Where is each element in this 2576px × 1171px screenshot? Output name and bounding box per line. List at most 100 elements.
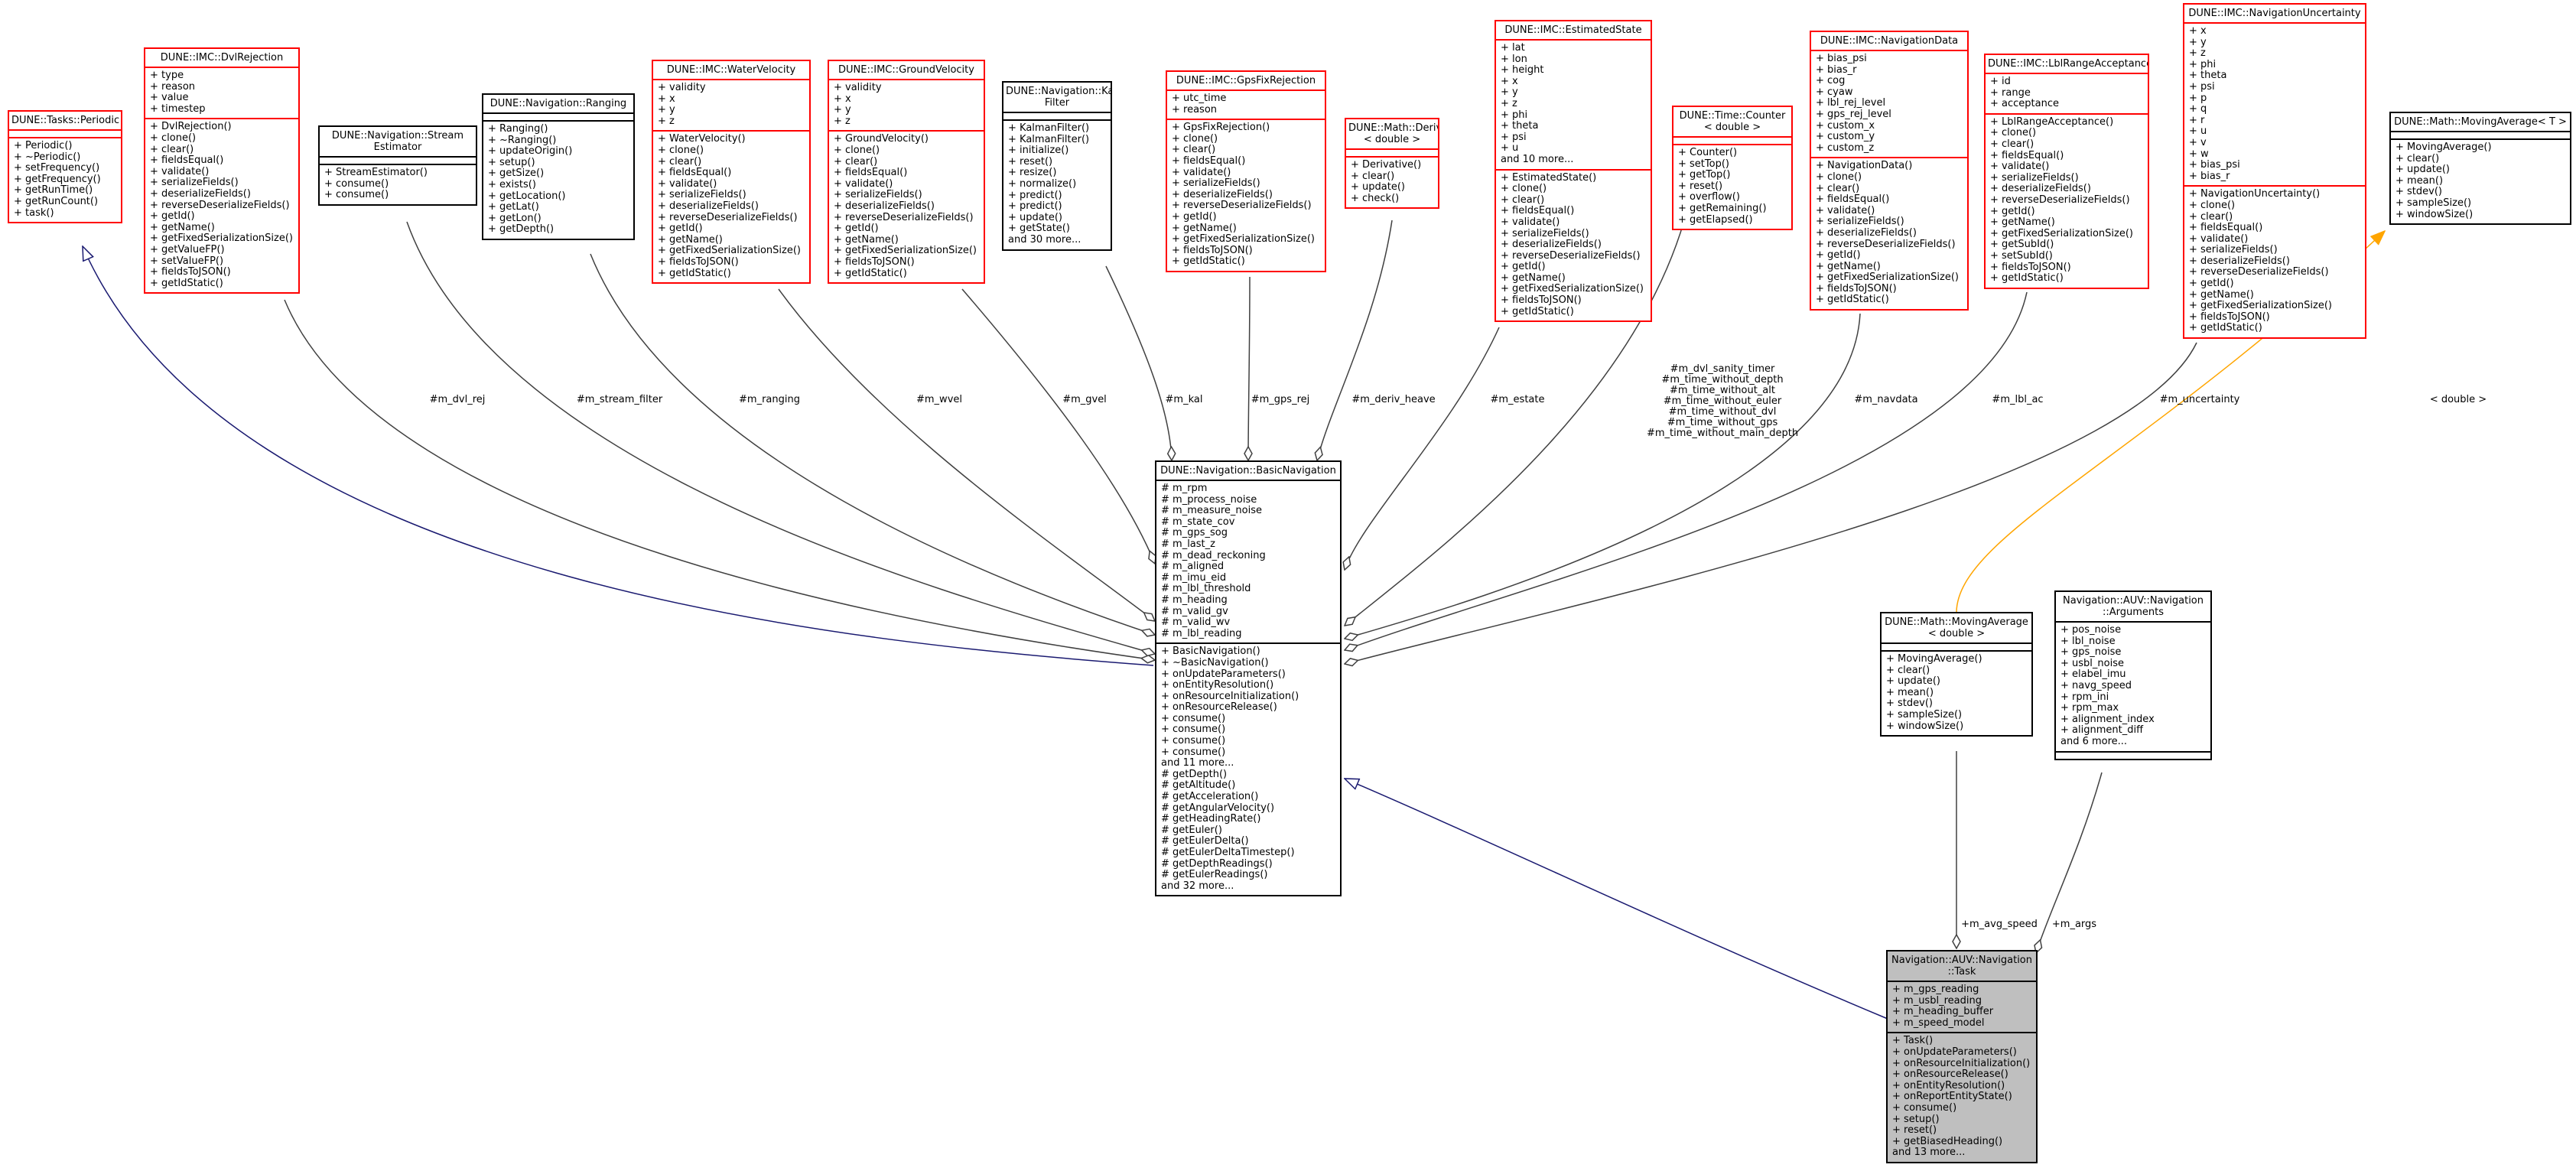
- class-box-movingavgd[interactable]: DUNE::Math::MovingAverage < double >+ Mo…: [1880, 612, 2033, 737]
- class-box-groundvelocity[interactable]: DUNE::IMC::GroundVelocity+ validity+ x+ …: [828, 60, 985, 285]
- class-name: DUNE::IMC::NavigationUncertainty: [2188, 8, 2361, 19]
- attribute-item: # m_dead_reckoning: [1161, 549, 1266, 561]
- attribute-item: # m_heading: [1161, 594, 1228, 606]
- method-item: + reverseDeserializeFields(): [1990, 194, 2130, 206]
- method-item: + initialize(): [1008, 145, 1069, 157]
- method-item: + getId(): [1172, 210, 1217, 223]
- class-methods: + BasicNavigation()+ ~BasicNavigation()+…: [1156, 642, 1340, 895]
- class-box-navigationdata[interactable]: DUNE::IMC::NavigationData+ bias_psi+ bia…: [1810, 31, 1969, 311]
- method-item: + setup(): [1892, 1113, 1940, 1125]
- method-item: and 30 more...: [1008, 233, 1081, 246]
- class-methods: + Ranging()+ ~Ranging()+ updateOrigin()+…: [483, 120, 633, 239]
- class-attributes: [483, 112, 633, 120]
- class-box-dvlrejection[interactable]: DUNE::IMC::DvlRejection+ type+ reason+ v…: [144, 47, 300, 294]
- method-item: + Derivative(): [1351, 159, 1422, 171]
- method-item: + getRunCount(): [14, 195, 99, 207]
- usage-edge-gvel: [961, 288, 1155, 564]
- class-box-movingavgT[interactable]: DUNE::Math::MovingAverage< T >+ MovingAv…: [2389, 112, 2571, 226]
- class-name: DUNE::IMC::LblRangeAcceptance: [1988, 58, 2149, 70]
- class-box-kalman[interactable]: DUNE::Navigation::Kalman Filter+ KalmanF…: [1002, 81, 1112, 251]
- attribute-item: + p: [2189, 92, 2207, 104]
- method-item: # getDepthReadings(): [1161, 857, 1273, 870]
- method-item: + WaterVelocity(): [658, 133, 746, 145]
- method-item: + MovingAverage(): [1886, 653, 1982, 665]
- class-box-ranging[interactable]: DUNE::Navigation::Ranging+ Ranging()+ ~R…: [482, 93, 635, 240]
- attribute-item: + range: [1990, 86, 2031, 99]
- method-item: + onUpdateParameters(): [1161, 668, 1286, 680]
- method-item: + getFixedSerializationSize(): [834, 245, 977, 257]
- method-item: + deserializeFields(): [834, 200, 935, 212]
- edge-label-avg-speed: +m_avg_speed: [1961, 919, 2038, 930]
- attribute-item: + x: [834, 93, 851, 105]
- method-item: + clear(): [1351, 170, 1395, 182]
- attribute-item: + id: [1990, 76, 2011, 87]
- class-methods: + StreamEstimator()+ consume()+ consume(…: [320, 164, 476, 204]
- attribute-item: + z: [834, 115, 851, 127]
- method-item: + getValueFP(): [150, 243, 225, 255]
- attribute-item: + u: [2189, 125, 2207, 138]
- attribute-item: + psi: [1501, 131, 1527, 143]
- class-box-watervelocity[interactable]: DUNE::IMC::WaterVelocity+ validity+ x+ y…: [652, 60, 811, 285]
- class-box-arguments[interactable]: Navigation::AUV::Navigation ::Arguments+…: [2054, 590, 2212, 760]
- attribute-item: # m_last_z: [1161, 538, 1215, 550]
- method-item: + reverseDeserializeFields(): [1501, 249, 1641, 262]
- class-box-streamestimator[interactable]: DUNE::Navigation::Stream Estimator+ Stre…: [318, 125, 477, 206]
- method-item: + getLat(): [488, 201, 539, 213]
- attribute-item: + lbl_rej_level: [1816, 97, 1886, 109]
- attribute-item: # m_process_noise: [1161, 493, 1257, 506]
- method-item: + deserializeFields(): [658, 200, 759, 212]
- method-item: + onResourceRelease(): [1892, 1069, 2008, 1081]
- method-item: + getIdStatic(): [1816, 294, 1889, 306]
- method-item: + getIdStatic(): [1501, 305, 1574, 317]
- class-name: DUNE::IMC::DvlRejection: [160, 52, 284, 63]
- method-item: + getLon(): [488, 212, 542, 224]
- method-item: + setFrequency(): [14, 162, 100, 174]
- class-box-navuncertainty[interactable]: DUNE::IMC::NavigationUncertainty+ x+ y+ …: [2183, 3, 2366, 340]
- method-item: + sampleSize(): [1886, 708, 1963, 720]
- method-item: + getFixedSerializationSize(): [150, 233, 293, 245]
- attribute-item: + w: [2189, 148, 2209, 160]
- attribute-item: # m_state_cov: [1161, 516, 1235, 528]
- attribute-item: + lon: [1501, 53, 1527, 65]
- attribute-item: + custom_z: [1816, 141, 1875, 154]
- class-box-task[interactable]: Navigation::AUV::Navigation ::Task+ m_gp…: [1886, 950, 2038, 1163]
- attribute-item: # m_rpm: [1161, 483, 1208, 494]
- method-item: + clear(): [150, 143, 194, 155]
- method-item: + getName(): [1816, 260, 1881, 272]
- method-item: + stdev(): [2395, 186, 2442, 198]
- class-box-gpsfixrejection[interactable]: DUNE::IMC::GpsFixRejection+ utc_time+ re…: [1166, 70, 1326, 272]
- class-box-basicnav[interactable]: DUNE::Navigation::BasicNavigation# m_rpm…: [1155, 460, 1342, 897]
- class-name: Navigation::AUV::Navigation ::Arguments: [2063, 595, 2204, 618]
- class-box-periodic[interactable]: DUNE::Tasks::Periodic+ Periodic()+ ~Peri…: [8, 110, 122, 224]
- class-box-counter[interactable]: DUNE::Time::Counter < double >+ Counter(…: [1672, 106, 1793, 231]
- method-item: + getFixedSerializationSize(): [1501, 283, 1644, 295]
- attribute-item: + m_heading_buffer: [1892, 1006, 1994, 1018]
- attribute-item: + y: [1501, 86, 1518, 99]
- usage-edge-wvel: [778, 288, 1155, 621]
- method-item: + DvlRejection(): [150, 121, 232, 133]
- class-name: DUNE::Navigation::Stream Estimator: [331, 130, 464, 153]
- class-attributes: # m_rpm# m_process_noise# m_measure_nois…: [1156, 480, 1340, 642]
- attribute-item: + m_usbl_reading: [1892, 994, 1982, 1007]
- edge-label-timer: #m_time_without_alt: [1670, 385, 1775, 396]
- attribute-item: + cyaw: [1816, 86, 1853, 98]
- class-methods: + EstimatedState()+ clone()+ clear()+ fi…: [1496, 168, 1651, 321]
- class-box-estimatedstate[interactable]: DUNE::IMC::EstimatedState+ lat+ lon+ hei…: [1495, 20, 1652, 323]
- attribute-item: + acceptance: [1990, 98, 2059, 110]
- method-item: + getName(): [658, 233, 723, 246]
- method-item: + clone(): [834, 144, 880, 156]
- method-item: + deserializeFields(): [150, 187, 251, 200]
- class-box-derivative[interactable]: DUNE::Math::Derivative < double >+ Deriv…: [1345, 118, 1439, 210]
- method-item: + reset(): [1892, 1124, 1937, 1137]
- attribute-item: + validity: [658, 82, 706, 93]
- attribute-item: + pos_noise: [2060, 624, 2122, 636]
- attribute-item: + x: [658, 93, 675, 105]
- attribute-item: # m_measure_noise: [1161, 505, 1262, 517]
- class-box-lblrange[interactable]: DUNE::IMC::LblRangeAcceptance+ id+ range…: [1984, 54, 2149, 289]
- class-name: DUNE::IMC::EstimatedState: [1504, 24, 1642, 36]
- attribute-item: + m_gps_reading: [1892, 984, 1979, 995]
- method-item: + NavigationData(): [1816, 160, 1913, 172]
- edge-label-estate: #m_estate: [1491, 394, 1545, 405]
- method-item: + getName(): [834, 233, 899, 246]
